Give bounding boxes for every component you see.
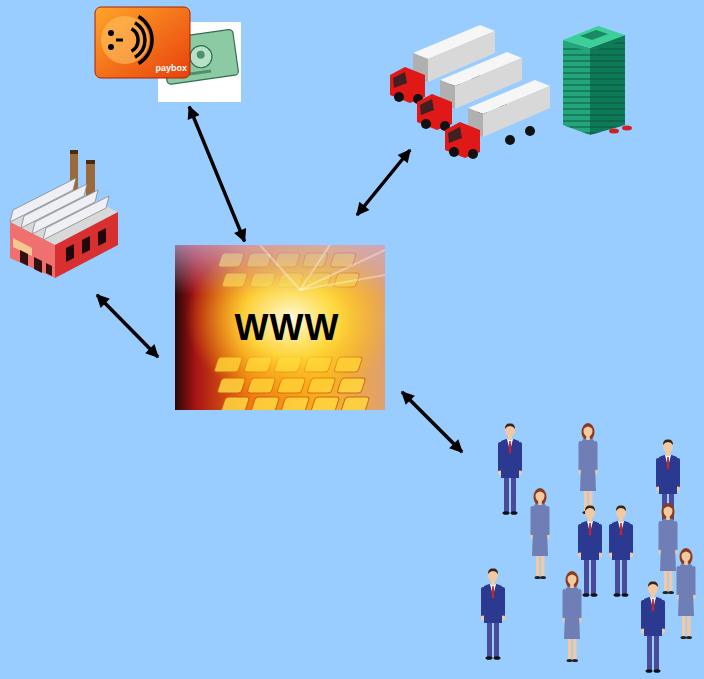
truck [417,94,452,130]
woman-figure [578,423,597,514]
light-rays [260,245,300,290]
www-image [175,245,385,410]
man-figure [641,581,665,672]
node-label: WWW [235,308,340,348]
factory-door [46,263,52,276]
www-box: WWW [175,245,385,410]
truck [525,126,535,136]
office-building [563,40,590,135]
factory [10,150,118,278]
truck [390,67,425,103]
paybox-logo [132,29,139,52]
office-building [563,44,590,135]
man-figure [498,423,522,514]
office-building [563,26,625,48]
office-building [563,26,632,135]
car [622,126,632,131]
double-arrow [97,295,158,357]
payment-logos [95,7,241,102]
paybox-logo [95,7,190,78]
chimney [86,160,95,164]
connectors [189,107,244,242]
www-image [175,245,385,410]
car [609,129,619,134]
factory-door [34,257,42,273]
double-arrow [402,392,462,452]
truck [468,149,478,159]
paybox-logo [95,7,190,78]
www-image [175,245,385,410]
paybox-logo [108,44,114,50]
paybox-logo [116,39,123,42]
truck [393,72,407,88]
credit-card [196,50,205,59]
man-figure [481,568,505,659]
truck [445,122,480,158]
man-figure [578,505,602,596]
factory-wall [10,222,55,278]
factory-wall [55,212,118,278]
www-image [175,245,385,410]
logo-box: paybox [95,7,241,103]
factory-window [66,244,74,262]
credit-card [189,44,214,69]
light-rays [260,245,385,290]
light-rays [300,245,330,290]
chimney [70,150,78,154]
woman-figure [562,571,581,662]
double-arrow [189,107,244,242]
layout-arrows [97,150,462,452]
truck [420,99,434,115]
woman-figure [658,503,677,594]
office-building [580,30,608,40]
truck [394,92,404,102]
people [481,423,696,673]
factory-window [82,236,90,254]
woman-figure [530,488,549,579]
truck [445,80,550,159]
paybox-logo [108,30,114,36]
double-arrow [357,150,410,215]
truck [483,86,550,137]
logo-label: paybox [155,64,188,74]
truck [421,119,431,129]
light-rays [300,275,385,290]
paybox-logo [135,23,145,58]
truck [448,127,462,143]
woman-figure [676,548,695,639]
truck [505,135,515,145]
paybox-logo [101,16,149,64]
office-building [590,39,625,135]
factory-window [98,228,106,246]
factory-door [20,250,28,266]
office-building [590,35,625,135]
paybox-logo [139,17,153,64]
truck [449,147,459,157]
trucks [390,25,550,159]
man-figure [609,505,633,596]
